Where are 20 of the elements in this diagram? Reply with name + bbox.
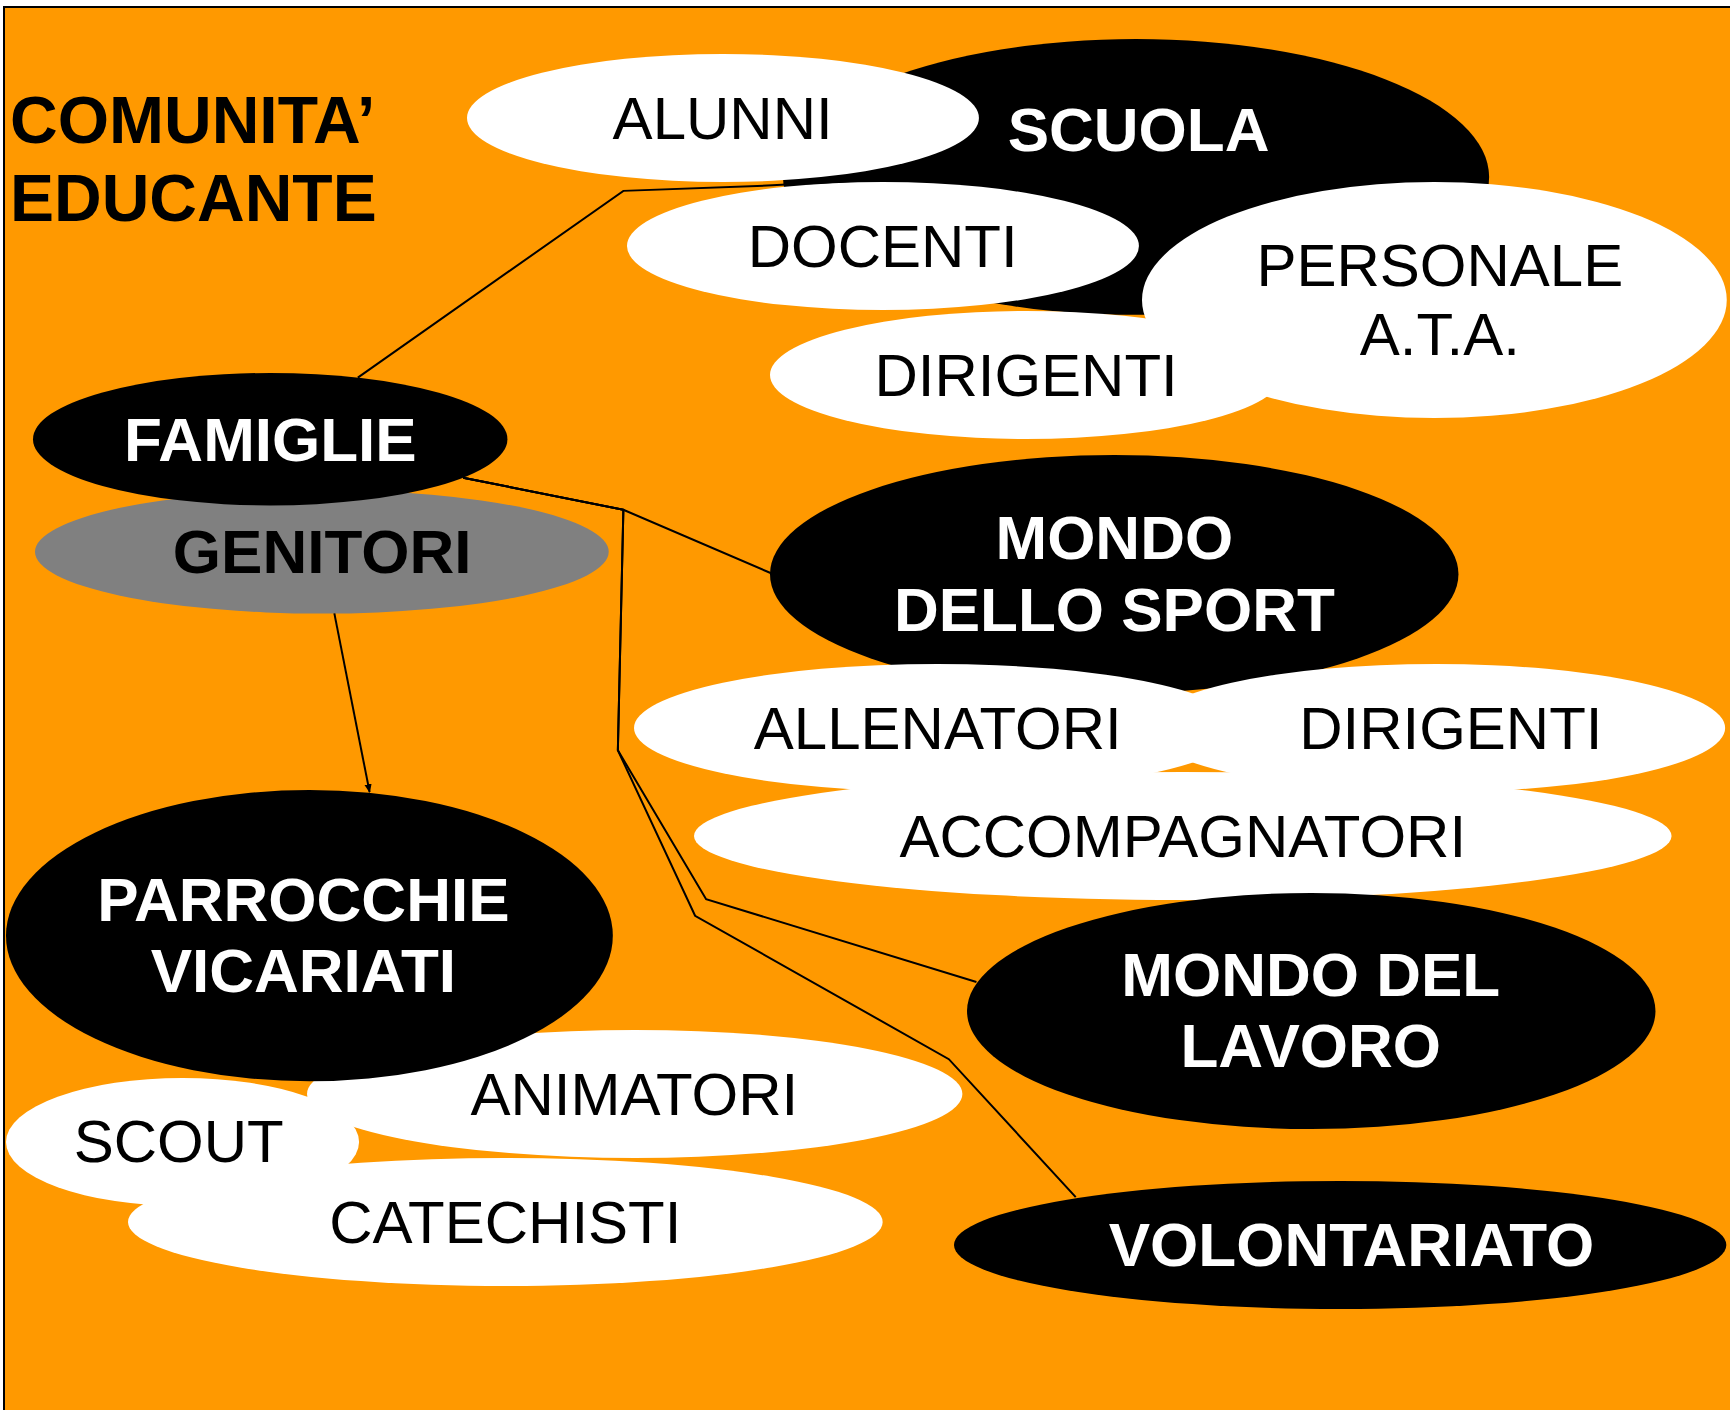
node-label: DIRIGENTI [1298, 693, 1604, 763]
node-label: MONDO DELLO SPORT [892, 502, 1336, 645]
node-label: DIRIGENTI [873, 340, 1179, 410]
node-label: ALLENATORI [752, 693, 1123, 763]
node-label: GENITORI [171, 516, 473, 588]
diagram-title: COMUNITA’ EDUCANTE [10, 82, 378, 237]
node-label: VOLONTARIATO [1107, 1209, 1596, 1281]
node-label: MONDO DEL LAVORO [1120, 939, 1502, 1082]
node-label: PARROCCHIE VICARIATI [96, 864, 511, 1007]
node-label: ANIMATORI [469, 1059, 800, 1129]
node-label: FAMIGLIE [122, 403, 418, 475]
node-label: SCUOLA [1006, 93, 1271, 165]
node-label: SCOUT [72, 1107, 285, 1177]
node-label: PERSONALE A.T.A. [1255, 231, 1625, 370]
node-label: ALUNNI [611, 83, 834, 153]
connector-line [462, 476, 1077, 1199]
node-label: ACCOMPAGNATORI [898, 801, 1468, 871]
node-label: CATECHISTI [328, 1187, 683, 1257]
node-label: DOCENTI [746, 211, 1019, 281]
arrow [333, 612, 372, 794]
